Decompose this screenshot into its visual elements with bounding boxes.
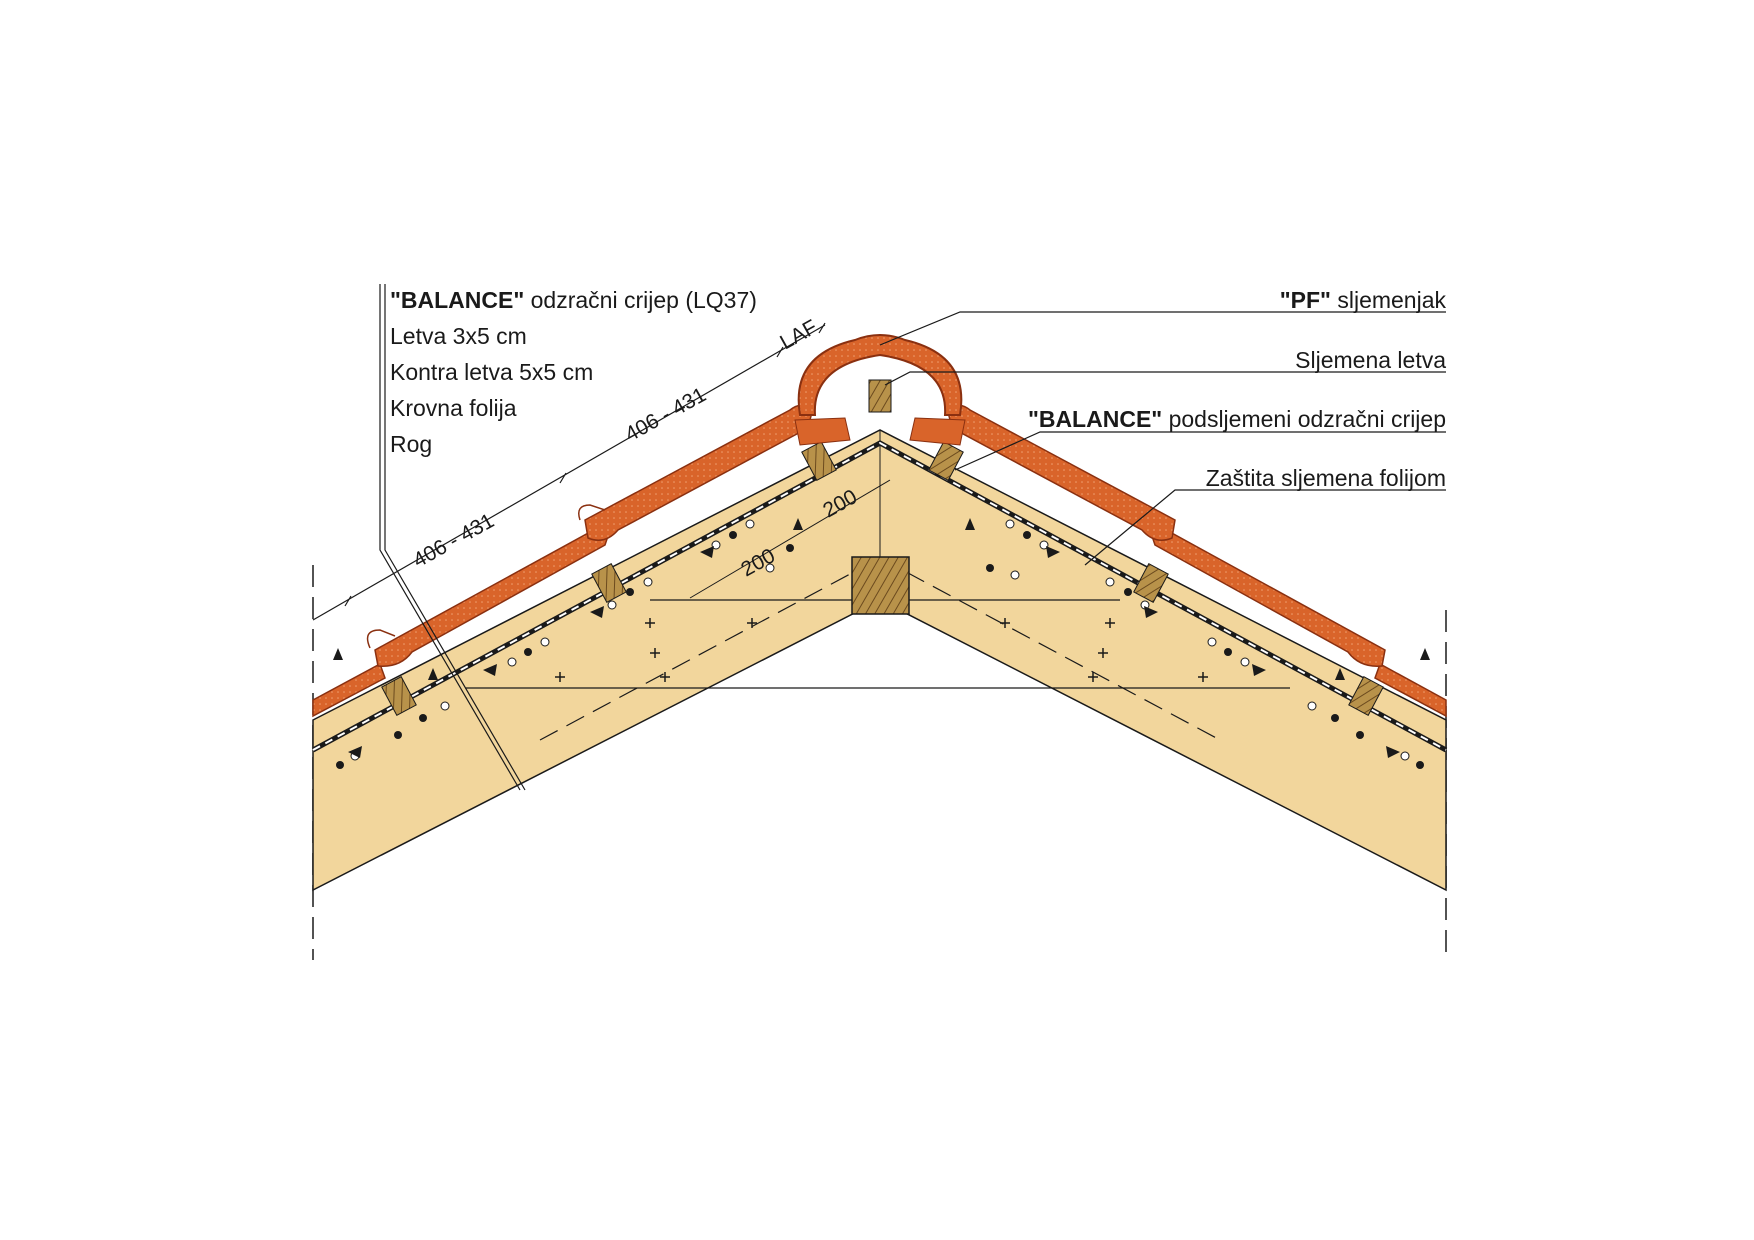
fastener-marks: [555, 618, 1208, 682]
svg-text:"BALANCE" podsljemeni odzračni: "BALANCE" podsljemeni odzračni crijep: [1028, 406, 1446, 432]
batten: [928, 441, 964, 481]
vent-tile-left: [794, 417, 851, 446]
dimension-spacing-1: 406 - 431: [409, 509, 498, 572]
roof-tiles-left: [312, 404, 813, 718]
ridge-tile: [797, 334, 963, 416]
battens: [381, 379, 1384, 716]
left-labels: "BALANCE" odzračni crijep (LQ37) Letva 3…: [390, 287, 757, 457]
vent-tile-label-bold: "BALANCE": [1028, 406, 1162, 432]
batten: [801, 441, 837, 481]
tile-label-rest: odzračni crijep (LQ37): [524, 287, 757, 313]
tile-label-bold: "BALANCE": [390, 287, 524, 313]
batten-label: Letva 3x5 cm: [390, 323, 527, 349]
batten: [591, 563, 627, 603]
membrane-label: Krovna folija: [390, 395, 517, 421]
batten: [1348, 676, 1384, 716]
dimension-line-inner: [689, 479, 891, 599]
counter-batten-label: Kontra letva 5x5 cm: [390, 359, 593, 385]
ridge-tile-label-rest: sljemenjak: [1331, 287, 1447, 313]
right-leaders: [879, 311, 1446, 566]
rafter-label: Rog: [390, 431, 432, 457]
ridge-foil-label: Zaštita sljemena folijom: [1206, 465, 1446, 491]
left-leader: [379, 284, 526, 791]
vent-tile-right: [909, 417, 966, 446]
batten: [1133, 563, 1169, 603]
right-labels: "PF" sljemenjak Sljemena letva "BALANCE"…: [1028, 287, 1447, 491]
ventilation-markers: [333, 518, 1430, 769]
svg-text:"PF" sljemenjak: "PF" sljemenjak: [1280, 287, 1447, 313]
roof-tiles-right: [947, 404, 1447, 718]
dimension-spacing-2: 406 - 431: [621, 383, 710, 446]
ridge-tile-label-bold: "PF": [1280, 287, 1331, 313]
ridge-beam: [851, 556, 910, 615]
batten: [381, 676, 417, 716]
vent-tile-label-rest: podsljemeni odzračni crijep: [1162, 406, 1446, 432]
ridge-batten-label: Sljemena letva: [1295, 347, 1446, 373]
svg-text:"BALANCE" odzračni crijep (LQ3: "BALANCE" odzračni crijep (LQ37): [390, 287, 757, 313]
roof-membrane: [311, 440, 1448, 753]
dimension-line: [312, 322, 826, 621]
ridge-batten: [868, 379, 892, 413]
